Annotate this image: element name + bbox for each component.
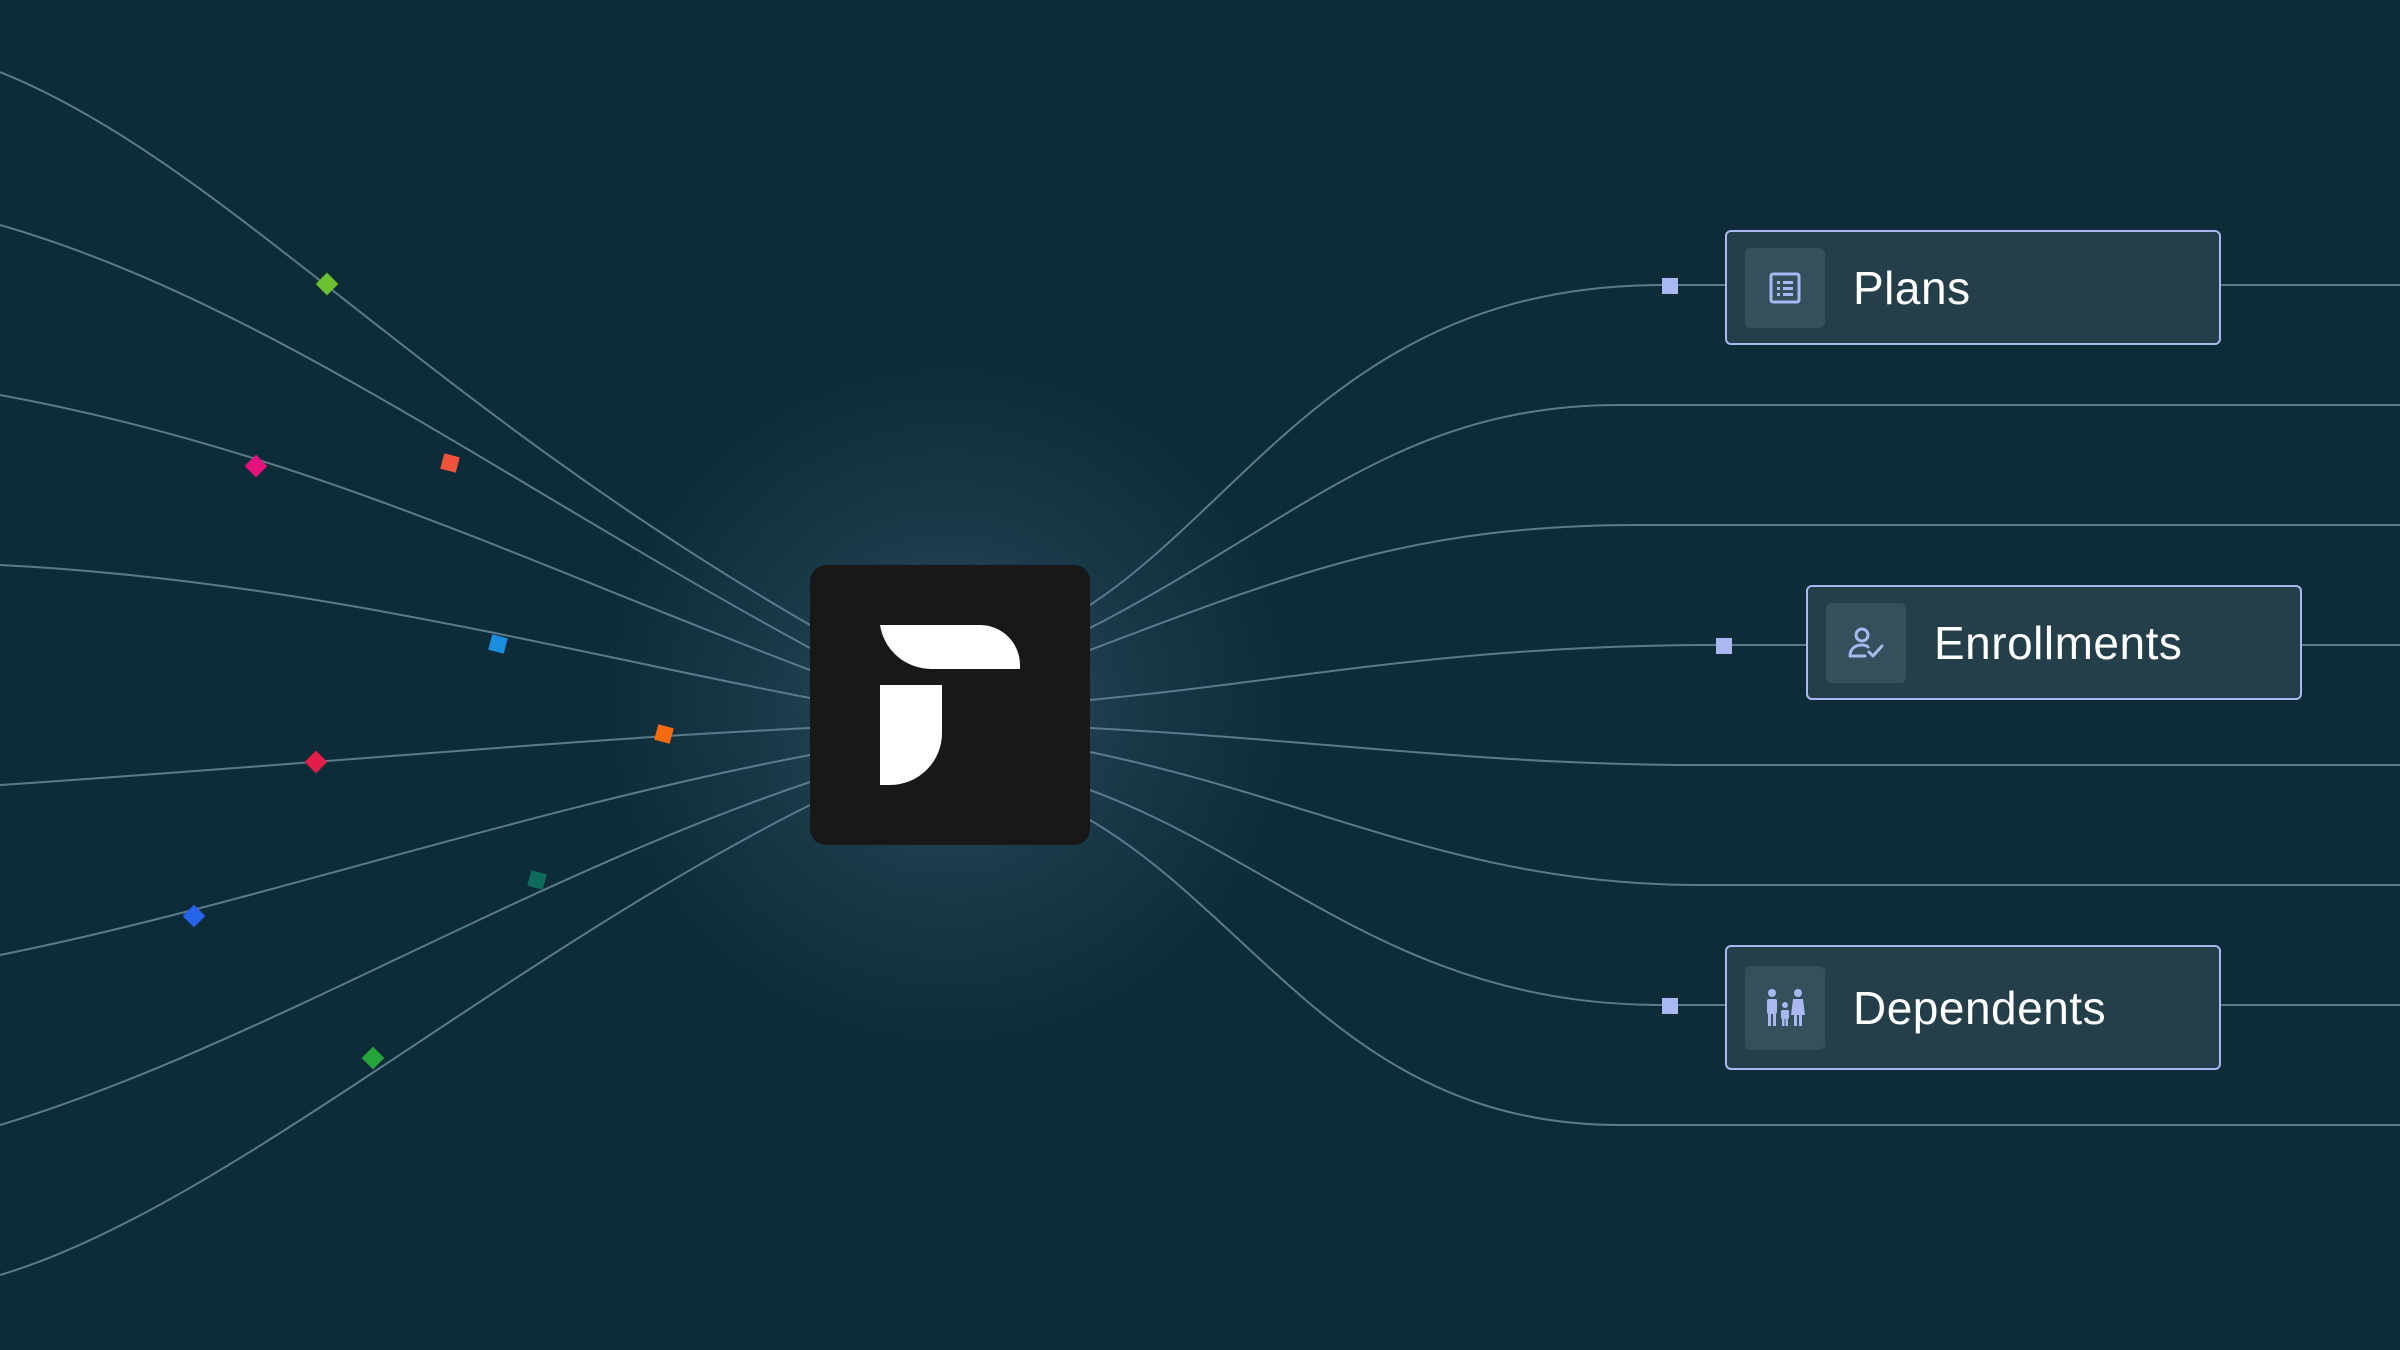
right-connector-line xyxy=(1089,751,2400,886)
data-packet-marker xyxy=(244,454,268,478)
data-packet-marker xyxy=(361,1046,385,1070)
enrollments-icon-box xyxy=(1826,602,1906,683)
left-connector-line xyxy=(0,224,811,649)
data-packet-marker xyxy=(315,272,339,296)
plans-icon-box xyxy=(1745,247,1825,328)
right-connector-line xyxy=(1089,524,2400,651)
right-connector-line xyxy=(1089,644,1806,701)
plans-card[interactable]: Plans xyxy=(1725,230,2221,345)
enrollments-card[interactable]: Enrollments xyxy=(1806,585,2302,700)
left-connector-line xyxy=(0,754,811,956)
user-check-icon xyxy=(1848,627,1884,657)
right-connector-line xyxy=(1089,727,2400,766)
data-packet-marker xyxy=(527,870,547,890)
dependents-anchor xyxy=(1662,998,1678,1014)
hub-logo-tile xyxy=(810,565,1090,845)
plans-anchor xyxy=(1662,278,1678,294)
data-packet-marker xyxy=(488,634,508,654)
enrollments-label: Enrollments xyxy=(1934,616,2183,669)
right-connector-line xyxy=(1089,284,1725,606)
enrollments-anchor xyxy=(1716,638,1732,654)
left-connector-line xyxy=(0,804,811,1276)
right-connector-line xyxy=(1089,789,1725,1006)
brand-f-logo-icon xyxy=(880,625,1020,785)
left-connector-line xyxy=(0,781,811,1126)
left-connector-line xyxy=(0,71,811,626)
family-icon xyxy=(1767,988,1805,1026)
dependents-card[interactable]: Dependents xyxy=(1725,945,2221,1070)
data-packet-marker xyxy=(440,453,460,473)
list-icon xyxy=(1769,272,1801,303)
data-packet-marker xyxy=(304,750,328,774)
plans-label: Plans xyxy=(1853,261,1971,314)
left-connector-line xyxy=(0,564,811,699)
left-connector-line xyxy=(0,727,811,786)
dependents-icon-box xyxy=(1745,965,1825,1050)
data-packet-marker xyxy=(654,724,674,744)
right-connector-line xyxy=(1089,819,2400,1126)
right-connector-line xyxy=(1089,404,2400,629)
left-connector-line xyxy=(0,394,811,671)
dependents-label: Dependents xyxy=(1853,981,2107,1034)
